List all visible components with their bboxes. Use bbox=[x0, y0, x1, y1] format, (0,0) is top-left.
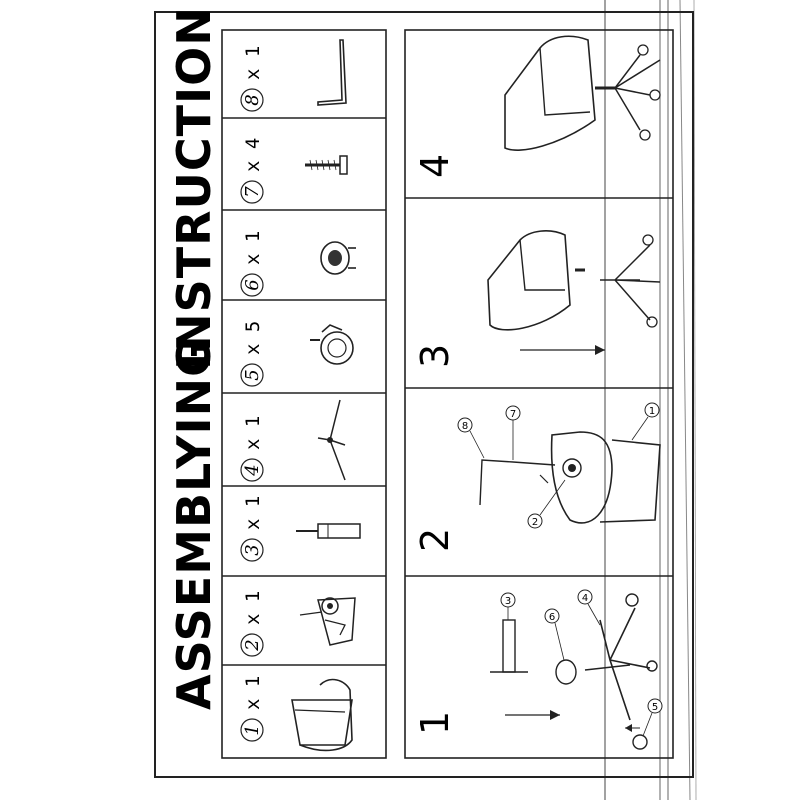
part-number-circle bbox=[240, 273, 264, 297]
cylinder-cover-icon bbox=[320, 241, 356, 275]
chair-seat-icon bbox=[291, 678, 353, 752]
part-number: 6 bbox=[242, 279, 263, 290]
part-cell-8: 8 x 1 bbox=[240, 39, 347, 112]
star-base-icon bbox=[317, 399, 346, 481]
gas-cylinder-icon bbox=[296, 523, 361, 539]
parts-list bbox=[221, 29, 387, 759]
part-number-circle bbox=[240, 538, 264, 562]
part-number: 4 bbox=[242, 464, 263, 476]
svg-text:6: 6 bbox=[549, 612, 555, 623]
part-number-circle bbox=[240, 718, 264, 742]
step-1-illustration bbox=[490, 593, 658, 750]
step-number: 3 bbox=[413, 344, 457, 368]
part-quantity: x 1 bbox=[242, 591, 264, 625]
callout-4: 4 bbox=[577, 589, 601, 626]
part-cell-4: 4 x 1 bbox=[240, 399, 346, 482]
part-number: 8 bbox=[242, 94, 263, 105]
svg-text:1: 1 bbox=[649, 406, 655, 417]
step-4-illustration bbox=[504, 35, 661, 151]
part-quantity: x 1 bbox=[242, 676, 264, 710]
callout-8: 8 bbox=[457, 417, 485, 459]
part-cell-1: 1 x 1 bbox=[240, 676, 353, 752]
part-cell-7: 7 x 4 bbox=[240, 138, 348, 204]
part-quantity: x 1 bbox=[242, 496, 264, 530]
title-group: ASSEMBLYING INSTRUCTION bbox=[167, 6, 221, 710]
callout-2: 2 bbox=[527, 479, 566, 529]
svg-text:2: 2 bbox=[532, 517, 538, 528]
part-quantity: x 5 bbox=[242, 321, 264, 355]
part-cell-5: 5 x 5 bbox=[240, 321, 354, 387]
part-number: 1 bbox=[242, 724, 263, 735]
svg-text:7: 7 bbox=[510, 409, 516, 420]
part-quantity: x 1 bbox=[242, 46, 264, 80]
callout-6: 6 bbox=[544, 608, 565, 661]
svg-text:3: 3 bbox=[505, 596, 511, 607]
step-1: 1 3 6 4 bbox=[413, 589, 663, 750]
part-quantity: x 1 bbox=[242, 416, 264, 450]
part-cell-3: 3 x 1 bbox=[240, 496, 361, 562]
part-cell-6: 6 x 1 bbox=[240, 231, 356, 297]
svg-text:8: 8 bbox=[462, 421, 468, 432]
step-4: 4 bbox=[413, 35, 661, 178]
callout-3: 3 bbox=[500, 592, 516, 620]
step-number: 2 bbox=[413, 528, 457, 552]
callout-5: 5 bbox=[642, 698, 663, 737]
steps-panel bbox=[404, 29, 674, 759]
part-number-circle bbox=[240, 363, 264, 387]
step-2-illustration bbox=[479, 431, 661, 524]
outer-frame bbox=[154, 11, 694, 778]
step-3-illustration bbox=[487, 230, 661, 355]
allen-key-icon bbox=[317, 39, 347, 106]
part-cell-2: 2 x 1 bbox=[240, 591, 356, 657]
scan-edge-lines bbox=[604, 0, 697, 800]
title-word-instruction: INSTRUCTION bbox=[167, 6, 221, 370]
callout-7: 7 bbox=[505, 405, 521, 460]
part-number: 2 bbox=[242, 639, 263, 651]
callout-1: 1 bbox=[631, 402, 660, 441]
screw-icon bbox=[305, 155, 348, 175]
part-number: 3 bbox=[242, 544, 263, 555]
part-number-circle bbox=[240, 88, 264, 112]
part-number-circle bbox=[240, 458, 264, 482]
svg-text:5: 5 bbox=[652, 702, 658, 713]
tilt-mechanism-icon bbox=[299, 597, 356, 646]
svg-text:4: 4 bbox=[582, 593, 588, 604]
title-word-assemblying: ASSEMBLYING bbox=[167, 338, 221, 710]
step-3: 3 bbox=[413, 230, 661, 368]
part-number: 7 bbox=[242, 186, 263, 198]
step-number: 4 bbox=[413, 154, 457, 178]
part-number-circle bbox=[240, 633, 264, 657]
part-quantity: x 1 bbox=[242, 231, 264, 265]
step-2: 2 8 7 1 2 bbox=[413, 402, 661, 552]
part-number: 5 bbox=[242, 369, 263, 380]
step-number: 1 bbox=[413, 711, 457, 735]
caster-wheel-icon bbox=[310, 324, 354, 365]
part-number-circle bbox=[240, 180, 264, 204]
part-quantity: x 4 bbox=[242, 138, 264, 172]
